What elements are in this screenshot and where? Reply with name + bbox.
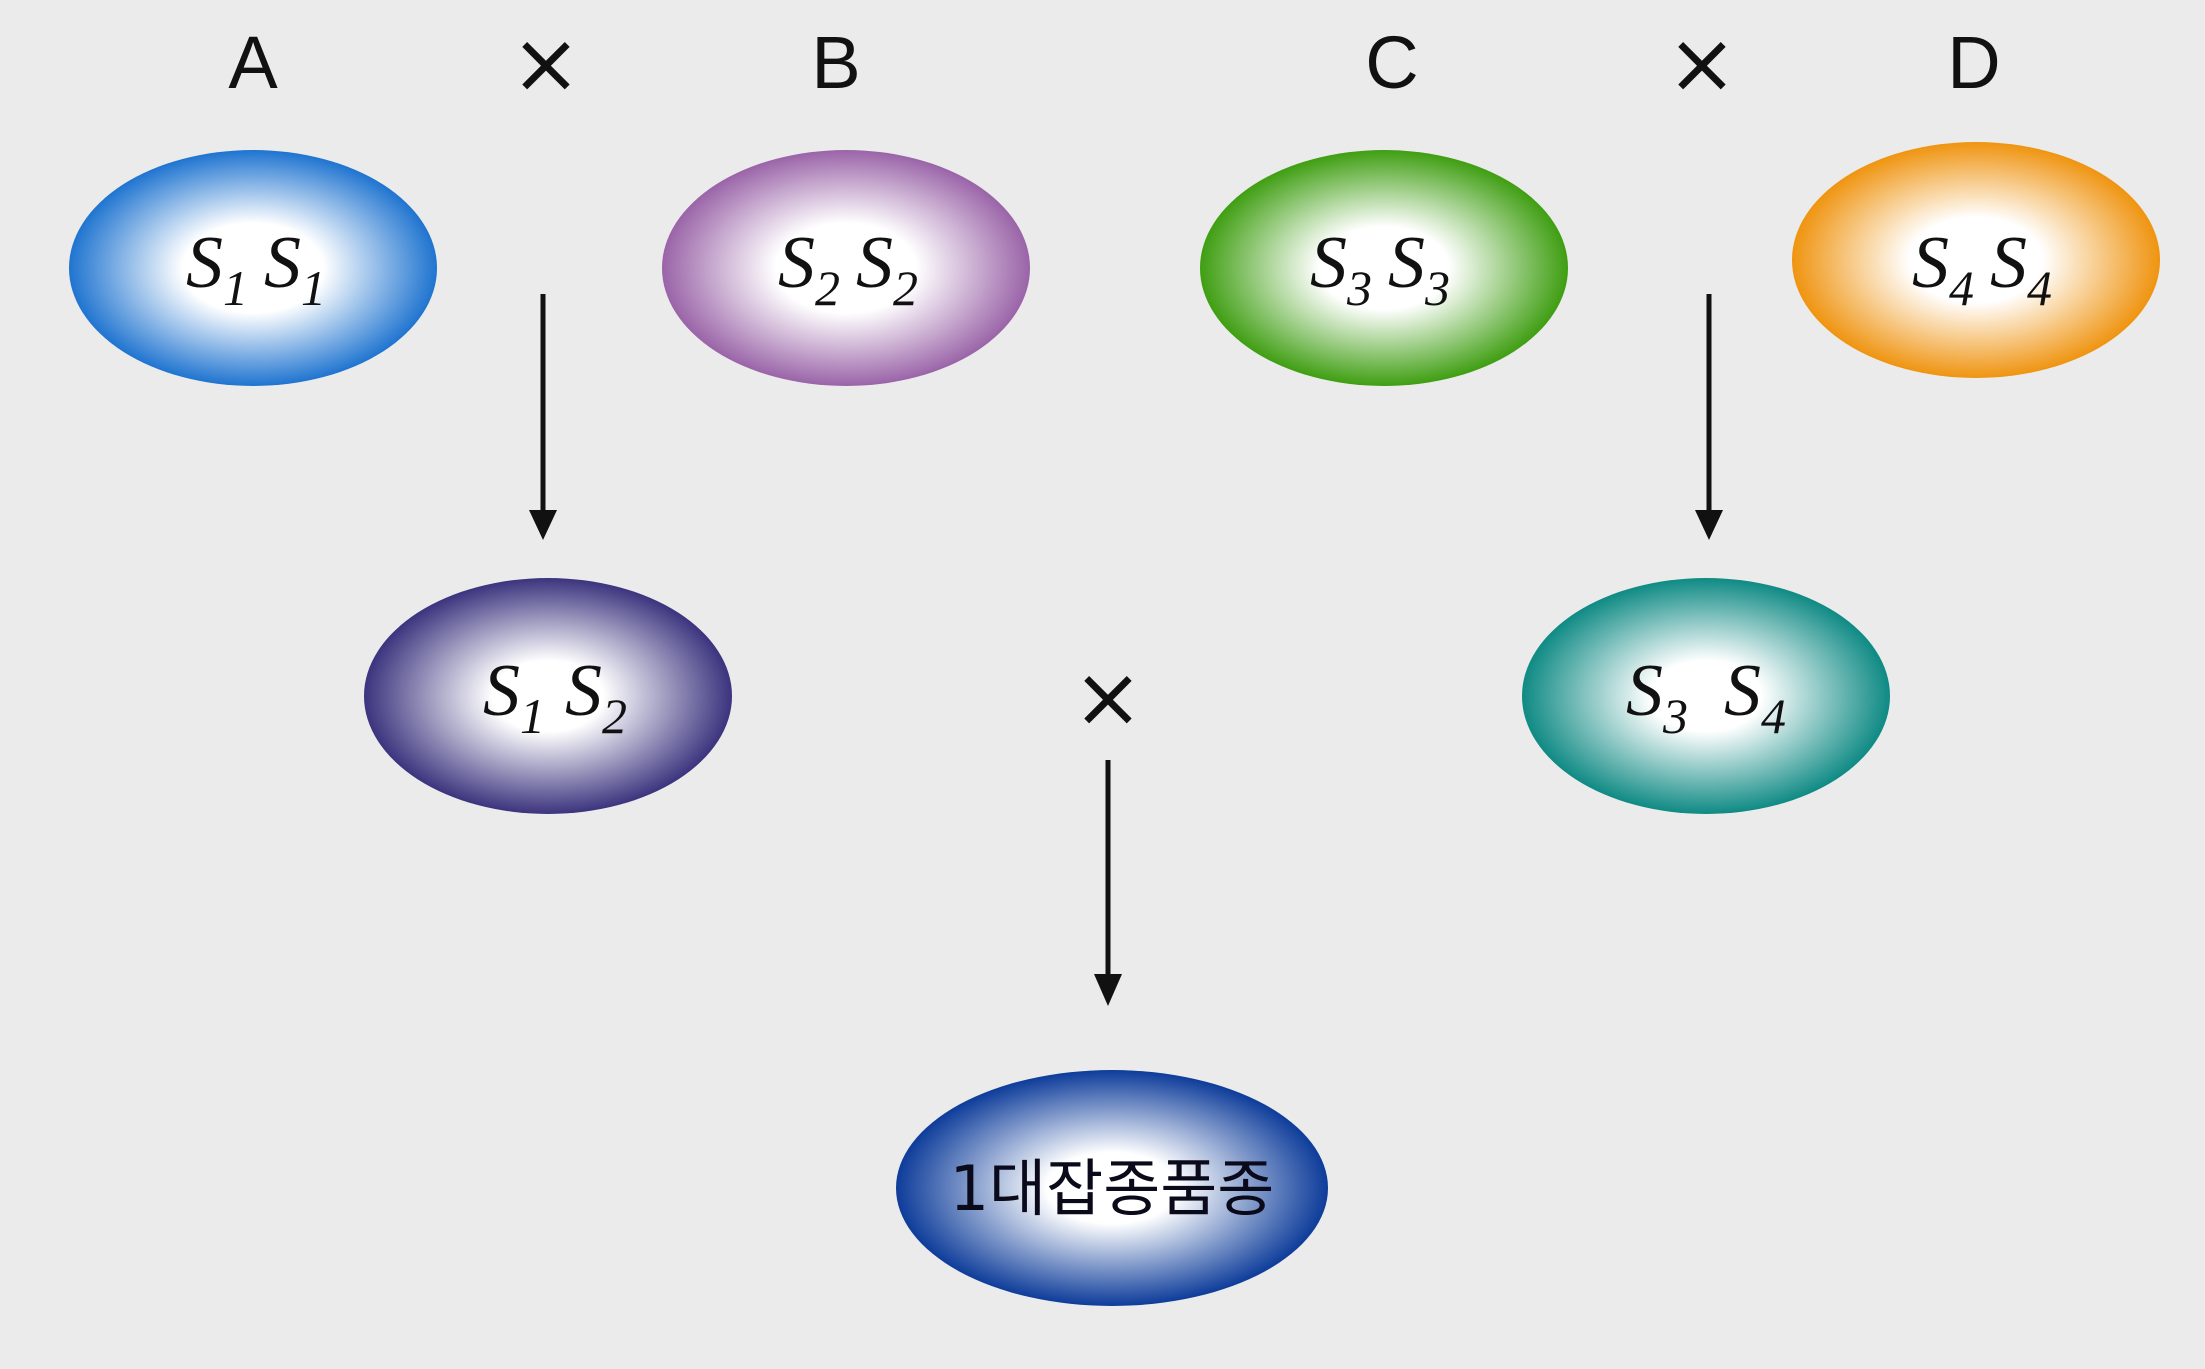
- result-label: 1대잡종품종: [950, 1152, 1275, 1225]
- parent-c-node: [1200, 150, 1568, 386]
- cross-symbol-ab: ×: [511, 14, 581, 112]
- parent-b-label: B: [811, 21, 860, 104]
- parent-d-node: [1792, 142, 2160, 378]
- parent-a-node: [69, 150, 437, 386]
- cross-symbol-cd: ×: [1667, 14, 1737, 112]
- parent-c-label: C: [1365, 21, 1418, 104]
- cross-symbol-hybrids: ×: [1073, 648, 1143, 746]
- arrow-to-result: [1094, 760, 1122, 1006]
- hybrid-ab-node: [364, 578, 732, 814]
- arrow-cd-to-hybrid: [1695, 294, 1723, 540]
- parent-d-label: D: [1947, 21, 2000, 104]
- arrow-ab-to-hybrid: [529, 294, 557, 540]
- parent-a-label: A: [228, 21, 278, 104]
- hybrid-cd-node: [1522, 578, 1890, 814]
- parent-b-node: [662, 150, 1030, 386]
- result-node: [896, 1070, 1328, 1306]
